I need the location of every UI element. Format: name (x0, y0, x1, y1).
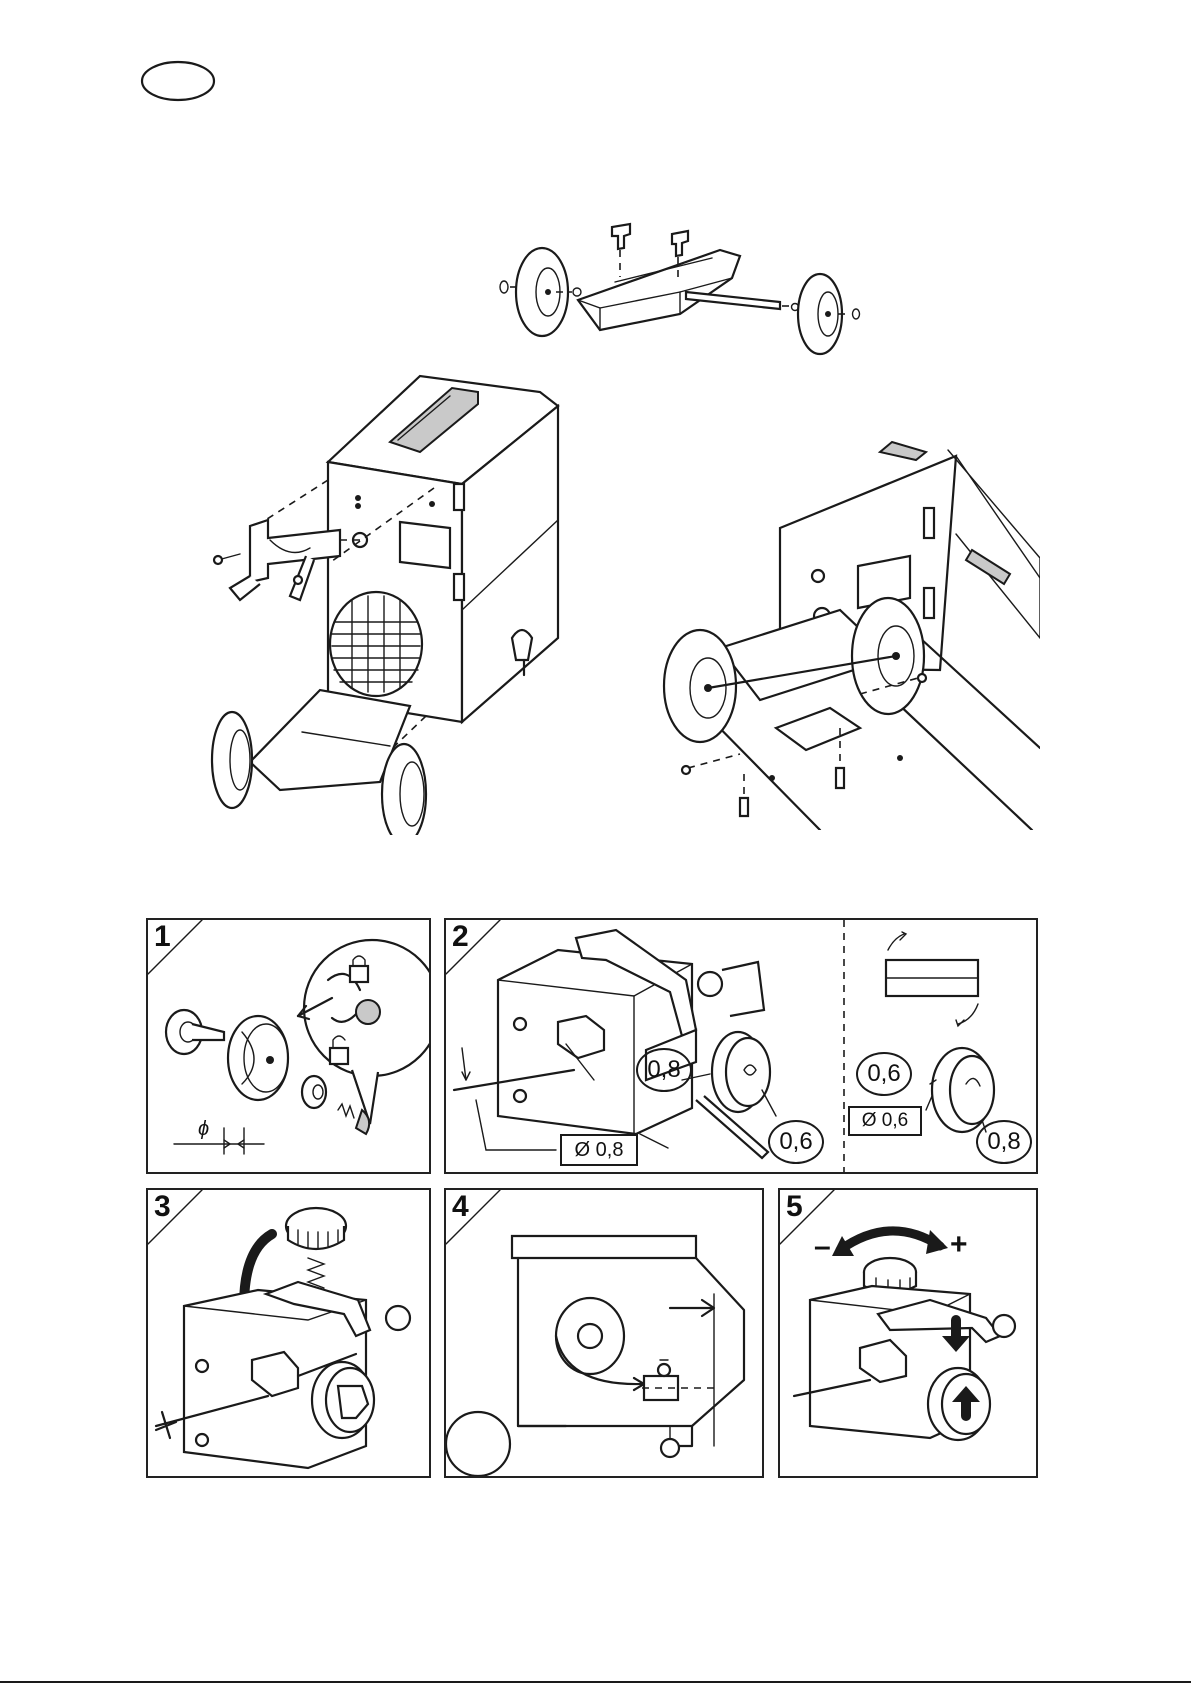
step-2-panel: 2 (444, 918, 1038, 1174)
step-1-panel: 1 (146, 918, 431, 1174)
step-4-panel: 4 (444, 1188, 764, 1478)
plus-label: + (950, 1228, 968, 1262)
wire-spool-mounting-icon: ϕ (148, 920, 431, 1174)
step-5-panel: 5 (778, 1188, 1038, 1478)
wire-feed-path-icon (446, 1190, 764, 1478)
roller-label-b: 0,6 (768, 1120, 824, 1164)
language-badge (140, 60, 220, 104)
alt-diameter-box: Ø 0,6 (848, 1106, 922, 1136)
page-bottom-rule (0, 1681, 1191, 1683)
minus-label: – (814, 1230, 831, 1264)
feed-roller-selection-icon: 0,8 0,6 Ø 0,8 0,6 Ø 0,6 0,8 (446, 920, 1038, 1174)
welder-front-assembly-icon (210, 370, 590, 835)
diameter-symbol: ϕ (198, 1118, 209, 1141)
roller-label-a: 0,8 (636, 1048, 692, 1092)
pressure-adjust-icon: – + (780, 1190, 1038, 1478)
wheel-base-exploded-icon (490, 222, 930, 372)
pressure-arm-closing-icon (148, 1190, 431, 1478)
alt-roller-label-a: 0,6 (856, 1052, 912, 1096)
welder-underside-assembly-icon (660, 438, 1040, 830)
alt-roller-label-b: 0,8 (976, 1120, 1032, 1164)
step-3-panel: 3 (146, 1188, 431, 1478)
diameter-box: Ø 0,8 (560, 1134, 638, 1166)
